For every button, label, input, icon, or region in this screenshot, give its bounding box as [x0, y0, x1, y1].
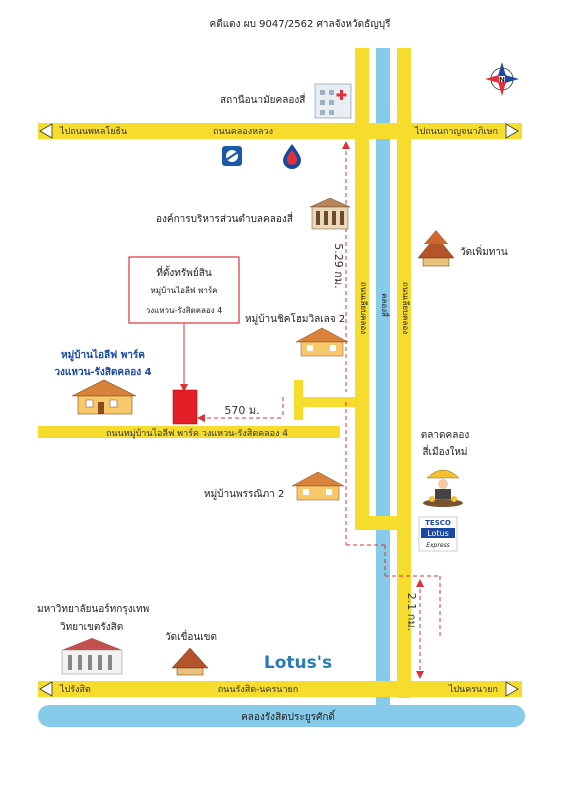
vertical-road-right	[397, 48, 411, 698]
arrow-top-right	[505, 123, 519, 139]
property-box	[128, 256, 240, 324]
temple-icon-khuean-khet	[171, 647, 209, 676]
tesco-lotus-text: Lotus	[427, 529, 449, 538]
university-building-icon	[61, 638, 123, 675]
vertical-road-left	[355, 48, 369, 526]
university-label-line1: มหาวิทยาลัยนอร์ทกรุงเทพ	[37, 603, 149, 615]
dashed-route	[200, 144, 441, 676]
tao-label: องค์การบริหารส่วนตำบลคลองสี่	[156, 211, 293, 225]
property-box-title: ที่ตั้งทรัพย์สิน	[156, 265, 211, 279]
property-box-line1: หมู่บ้านไอลีฟ พาร์ค	[151, 285, 218, 296]
vertical-road-left-label: ถนนเลียบคลอง	[359, 282, 368, 334]
dist-arrow-up	[342, 141, 350, 149]
arrow-bottom-right	[505, 681, 519, 697]
bottom-right-direction: ไปนครนายก	[448, 684, 498, 695]
tesco-express-text: Express	[426, 542, 450, 549]
soi-road-v	[294, 380, 303, 420]
tao-building-icon	[309, 197, 351, 230]
chic-home-label: หมู่บ้านชิคโฮมวิลเลจ 2	[245, 312, 345, 325]
canal-vertical	[376, 48, 390, 708]
arrow-bottom-left	[39, 681, 53, 697]
distance-vertical-bottom: 2.1 กม.	[405, 593, 418, 631]
ilife-label-line1: หมู่บ้านไอลีฟ พาร์ค	[61, 348, 145, 362]
wat-phoemthan-label: วัดเพิ่มทาน	[460, 244, 508, 258]
ilife-house-icon	[71, 379, 137, 415]
top-left-direction: ไปถนนพหลโยธิน	[59, 126, 127, 137]
canal-vertical-label: คลองสี่	[380, 293, 391, 317]
ptt-logo-icon	[283, 144, 301, 169]
arrow-top-left	[39, 123, 53, 139]
property-marker	[172, 389, 198, 425]
chic-home-house-icon	[295, 327, 349, 357]
bottom-left-direction: ไปรังสิต	[59, 684, 91, 695]
case-number: คดีแดง ผบ 9047/2562 ศาลจังหวัดธัญบุรี	[210, 18, 392, 30]
hospital-building-icon	[314, 83, 352, 119]
canal-bottom-label: คลองรังสิตประยูรศักดิ์	[241, 709, 336, 723]
bangchak-logo-icon	[222, 146, 242, 166]
market-label-line1: ตลาดคลอง	[421, 430, 470, 441]
health-station-label: สถานีอนามัยคลองสี่	[220, 92, 305, 106]
top-road-label: ถนนคลองหลวง	[213, 127, 273, 137]
lotuss-logo: Lotus's	[263, 650, 333, 673]
wat-khuean-khet-label: วัดเขื่อนเขต	[165, 629, 217, 643]
soi-road-h	[296, 397, 356, 407]
property-box-line2: วงแหวน-รังสิตคลอง 4	[146, 306, 223, 315]
compass-icon: N	[485, 62, 519, 96]
temple-icon-phoemthan	[417, 230, 455, 267]
distance-horizontal: 570 ม.	[224, 404, 259, 417]
connector-road	[355, 516, 401, 530]
canal-bottom	[38, 705, 525, 727]
phornnipa-house-icon	[291, 471, 345, 501]
phornnipa-label: หมู่บ้านพรรณิภา 2	[204, 488, 284, 500]
tesco-text: TESCO	[425, 519, 451, 527]
top-right-direction: ไปถนนกาญจนาภิเษก	[414, 126, 498, 137]
market-label-line2: สี่เมืองใหม่	[422, 444, 467, 458]
tesco-lotus-express-logo: TESCO Lotus Express	[418, 516, 458, 552]
dist-arrow-down	[416, 671, 424, 679]
vertical-road-right-label: ถนนเลียบคลอง	[401, 282, 410, 334]
dist-arrow-down-top	[416, 579, 424, 587]
village-road	[38, 426, 340, 438]
university-label-line2: วิทยาเขตรังสิต	[60, 622, 124, 633]
lotuss-text: Lotus's	[264, 653, 332, 673]
compass-north-label: N	[499, 76, 505, 84]
property-pointer-arrow	[180, 384, 188, 392]
ilife-label-line2: วงแหวน-รังสิตคลอง 4	[54, 366, 151, 378]
bottom-road-label: ถนนรังสิต-นครนายก	[218, 684, 299, 695]
village-road-label: ถนนหมู่บ้านไอลีฟ พาร์ค วงแหวน-รังสิตคลอง…	[106, 427, 288, 439]
market-vendor-icon	[423, 469, 463, 507]
dist-arrow-left	[197, 414, 205, 422]
distance-vertical-top: 5.29 กม.	[332, 243, 345, 288]
